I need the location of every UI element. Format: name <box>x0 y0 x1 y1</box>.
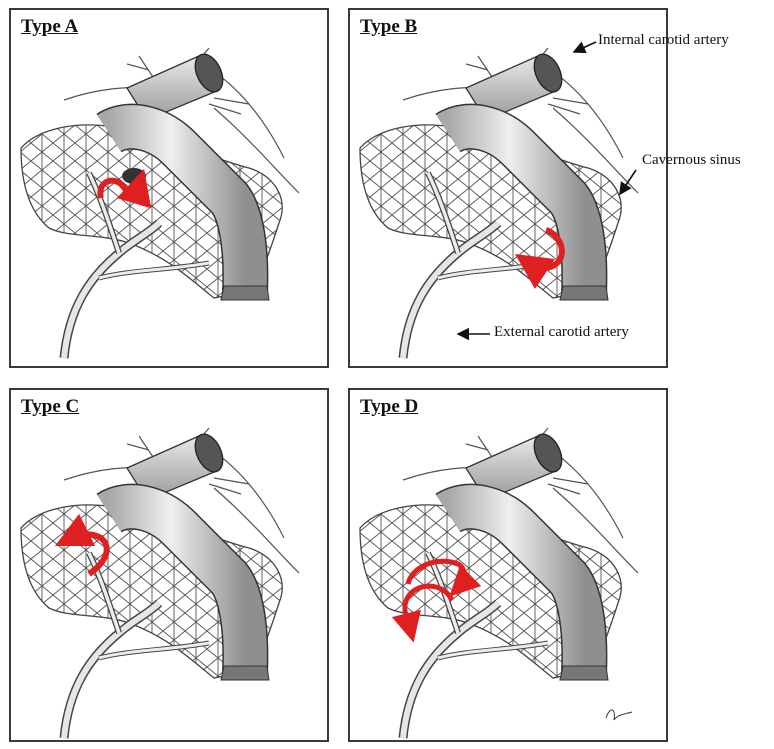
panel-a-drawing <box>21 48 299 358</box>
signature-mark <box>606 710 632 720</box>
callout-arrow-internal-carotid <box>574 42 596 52</box>
callout-arrow-cavernous-sinus <box>620 170 636 194</box>
panel-c-drawing <box>21 428 299 738</box>
label-external-carotid-artery: External carotid artery <box>494 324 629 341</box>
panel-d-drawing <box>360 428 638 738</box>
label-internal-carotid-artery: Internal carotid artery <box>598 32 729 49</box>
label-cavernous-sinus: Cavernous sinus <box>642 152 741 169</box>
panel-b-drawing <box>360 48 638 358</box>
